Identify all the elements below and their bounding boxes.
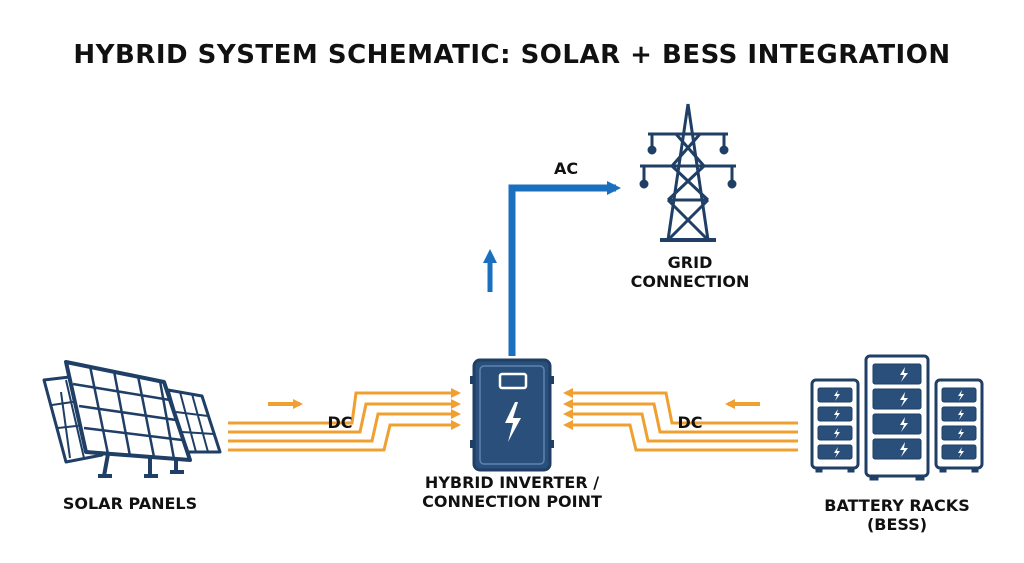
transmission-tower-icon — [639, 103, 737, 242]
ac-line — [508, 181, 621, 356]
battery-label-line1: BATTERY RACKS — [824, 496, 969, 515]
dc-line-4 — [228, 420, 461, 452]
battery-dc-flow — [563, 388, 798, 452]
battery-label-line2: (BESS) — [867, 515, 927, 534]
ac-flow — [483, 181, 621, 356]
solar-panel-icon — [42, 360, 222, 478]
solar-panels-label: SOLAR PANELS — [63, 494, 197, 513]
battery-dc-line-1 — [563, 388, 798, 425]
dc-label-solar: DC — [327, 413, 352, 432]
battery-rack-left — [810, 378, 860, 473]
dc-line-2 — [228, 399, 461, 434]
battery-dc-line-3 — [563, 409, 798, 443]
battery-dc-line-4 — [563, 420, 798, 452]
battery-dc-line-2 — [563, 399, 798, 434]
diagram-title: HYBRID SYSTEM SCHEMATIC: SOLAR + BESS IN… — [73, 40, 950, 70]
battery-rack-right — [934, 378, 984, 473]
inverter-icon — [470, 358, 554, 472]
solar-panel-main — [64, 360, 192, 478]
solar-dc-flow — [228, 388, 461, 452]
battery-rack-icon — [810, 354, 984, 481]
dc-label-battery: DC — [677, 413, 702, 432]
battery-bolt-marks — [834, 367, 964, 458]
ac-label: AC — [554, 159, 578, 178]
inverter-label-line2: CONNECTION POINT — [422, 492, 602, 511]
grid-label-line1: GRID — [668, 253, 713, 272]
dc-line-1 — [228, 388, 461, 425]
inverter-label-line1: HYBRID INVERTER / — [425, 473, 599, 492]
dc-line-3 — [228, 409, 461, 443]
battery-rack-center — [864, 354, 930, 481]
grid-label-line2: CONNECTION — [631, 272, 750, 291]
